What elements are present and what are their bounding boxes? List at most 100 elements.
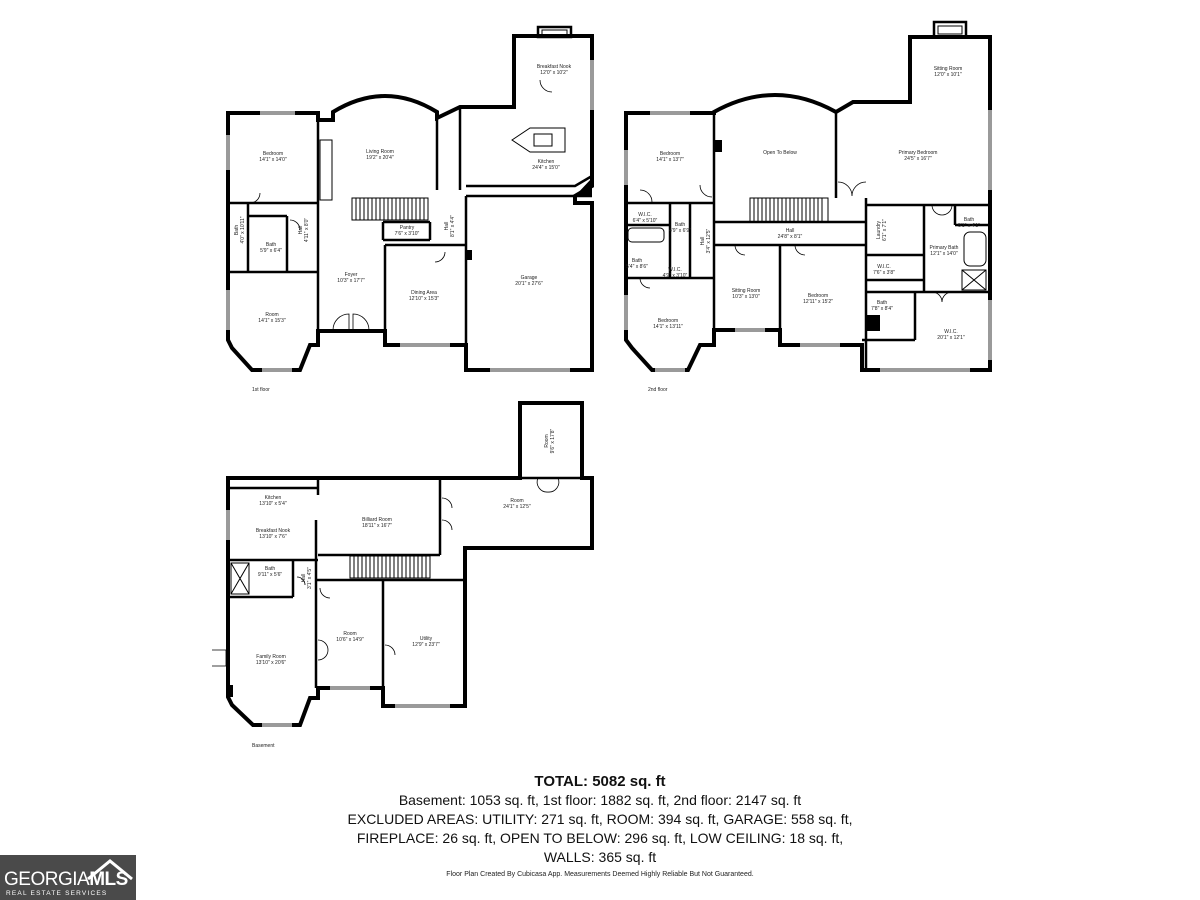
second-floor-plan [624,20,992,372]
room-name: Room [265,312,278,318]
area-summary: TOTAL: 5082 sq. ft Basement: 1053 sq. ft… [300,772,900,867]
basement-label: Basement [252,743,275,749]
room-dimensions: 14'1" x 14'0" [259,157,287,163]
room-dimensions: 5'9" x 6'4" [260,248,282,254]
georgia-mls-logo: GEORGIAMLS REAL ESTATE SERVICES [0,855,136,900]
room-dimensions: 13'10" x 5'4" [259,501,287,507]
second-floor-label: 2nd floor [648,387,668,393]
second-room-label: W.I.C.7'6" x 3'8" [873,264,895,276]
room-name: Living Room [366,149,394,155]
room-dimensions: 12'0" x 10'1" [934,72,962,78]
logo-tagline: REAL ESTATE SERVICES [6,890,108,897]
room-name: Room [510,498,523,504]
room-dimensions: 3'4" x 12'5" [706,228,712,253]
room-name: Hall [444,222,450,231]
room-dimensions: 4'11" x 8'0" [304,218,310,242]
room-dimensions: 12'0" x 10'2" [540,70,568,76]
room-name: Room [544,434,550,447]
room-name: Bath [234,225,240,236]
room-name: W.I.C. [638,212,652,218]
room-dimensions: 7'8" x 8'4" [871,306,893,312]
room-name: Breakfast Nook [537,64,572,70]
room-dimensions: 12'10" x 15'3" [409,296,439,302]
room-dimensions: 10'3" x 17'7" [337,278,365,284]
second-room-label: W.I.C.4'9" x 3'10" [663,267,688,279]
room-dimensions: 14'1" x 13'11" [653,324,683,330]
room-name: Sitting Room [732,288,761,294]
logo-brand: GEORGIAMLS [4,869,128,890]
first-room-label: Hall8'1" x 4'4" [444,215,456,237]
room-dimensions: 7'6" x 3'10" [395,231,420,237]
room-name: Bedroom [808,293,828,299]
basement-room-label: Hall3'1" x 4'5" [301,567,313,589]
room-name: Hall [700,237,706,246]
room-dimensions: 20'1" x 12'1" [937,335,965,341]
room-name: Sitting Room [934,66,963,72]
room-dimensions: 12'1" x 14'0" [930,251,958,257]
room-name: Utility [420,636,433,642]
total-area: TOTAL: 5082 sq. ft [534,773,666,790]
room-name: Primary Bedroom [899,150,938,156]
house-roof-icon [87,859,133,881]
room-dimensions: 20'1" x 27'6" [515,281,543,287]
room-dimensions: 3'1" x 4'5" [307,567,313,589]
room-name: Bath [266,242,277,248]
room-dimensions: 4'0" x 10'11" [240,216,246,243]
room-dimensions: 24'8" x 8'1" [778,234,803,240]
second-room-label: Laundry6'1" x 7'1" [876,219,888,241]
room-name: Bath [964,217,975,223]
room-dimensions: 10'3" x 13'0" [732,294,760,300]
room-name: Laundry [876,220,882,239]
room-dimensions: 14'1" x 15'3" [258,318,286,324]
room-name: Pantry [400,225,415,231]
second-room-label: Hall3'4" x 12'5" [700,228,712,253]
room-name: Bath [877,300,888,306]
room-name: Bedroom [658,318,678,324]
room-name: Open To Below [763,150,797,156]
room-name: Bath [265,566,276,572]
room-dimensions: 24'5" x 16'7" [904,156,932,162]
room-dimensions: 14'1" x 13'7" [656,157,684,163]
room-name: Bedroom [263,151,283,157]
second-floor-stairs [749,197,829,223]
room-name: Billiard Room [362,517,392,523]
second-room-label: W.I.C.20'1" x 12'1" [937,329,965,341]
basement-room-label: Room9'6" x 17'8" [544,428,556,453]
room-name: Kitchen [265,495,282,501]
room-name: Bath [632,258,643,264]
room-name: Family Room [256,654,285,660]
room-dimensions: 12'11" x 15'2" [803,299,833,305]
first-room-label: Hall4'11" x 8'0" [298,218,310,242]
room-dimensions: 10'6" x 14'9" [336,637,364,643]
excluded-areas-line-2: FIREPLACE: 26 sq. ft, OPEN TO BELOW: 296… [356,830,844,846]
first-floor-plan [226,25,594,372]
room-name: Garage [521,275,538,281]
room-dimensions: 5'1" x 4'1" [958,223,980,229]
basement-plan [212,401,594,727]
room-name: Dining Area [411,290,437,296]
room-name: Kitchen [538,159,555,165]
room-dimensions: 8'1" x 4'4" [450,215,456,237]
basement-stairs [349,555,431,579]
room-dimensions: 5'4" x 8'6" [626,264,648,270]
